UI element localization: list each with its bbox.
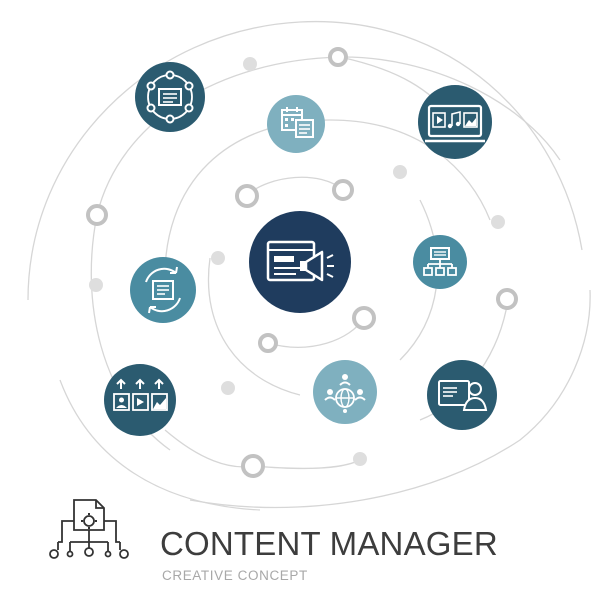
decor-dot — [393, 165, 407, 179]
sitemap-icon — [413, 235, 467, 289]
ring-node — [258, 333, 278, 353]
user-profile-icon — [427, 360, 497, 430]
decor-dot — [353, 452, 367, 466]
page-title: CONTENT MANAGER — [160, 525, 498, 562]
decor-dot — [89, 278, 103, 292]
orbit-track — [189, 289, 591, 509]
megaphone-web-icon — [249, 211, 351, 313]
decor-dot — [491, 215, 505, 229]
global-users-icon — [313, 360, 377, 424]
orbit-track — [267, 317, 365, 348]
orbit-track — [27, 20, 583, 301]
upload-media-icon — [104, 364, 176, 436]
page-subtitle: CREATIVE CONCEPT — [162, 568, 308, 583]
refresh-document-icon — [130, 257, 196, 323]
decor-dot — [211, 251, 225, 265]
ring-node — [352, 306, 376, 330]
orbit-track — [207, 257, 301, 396]
decor-dot — [221, 381, 235, 395]
orbit-track — [252, 459, 361, 470]
ring-nodes — [86, 47, 518, 478]
ring-node — [241, 454, 265, 478]
ring-node — [328, 47, 348, 67]
ring-node — [496, 288, 518, 310]
calendar-document-icon — [267, 95, 325, 153]
document-gear-flow-icon — [49, 499, 129, 559]
ring-node — [235, 184, 259, 208]
ring-node — [332, 179, 354, 201]
decor-dots — [89, 57, 505, 466]
orbit-track — [59, 379, 261, 511]
decor-dot — [243, 57, 257, 71]
ring-node — [86, 204, 108, 226]
multimedia-screen-icon — [418, 85, 492, 159]
orbit-track — [164, 429, 254, 468]
orbit-track — [246, 176, 344, 196]
content-network-icon — [135, 62, 205, 132]
